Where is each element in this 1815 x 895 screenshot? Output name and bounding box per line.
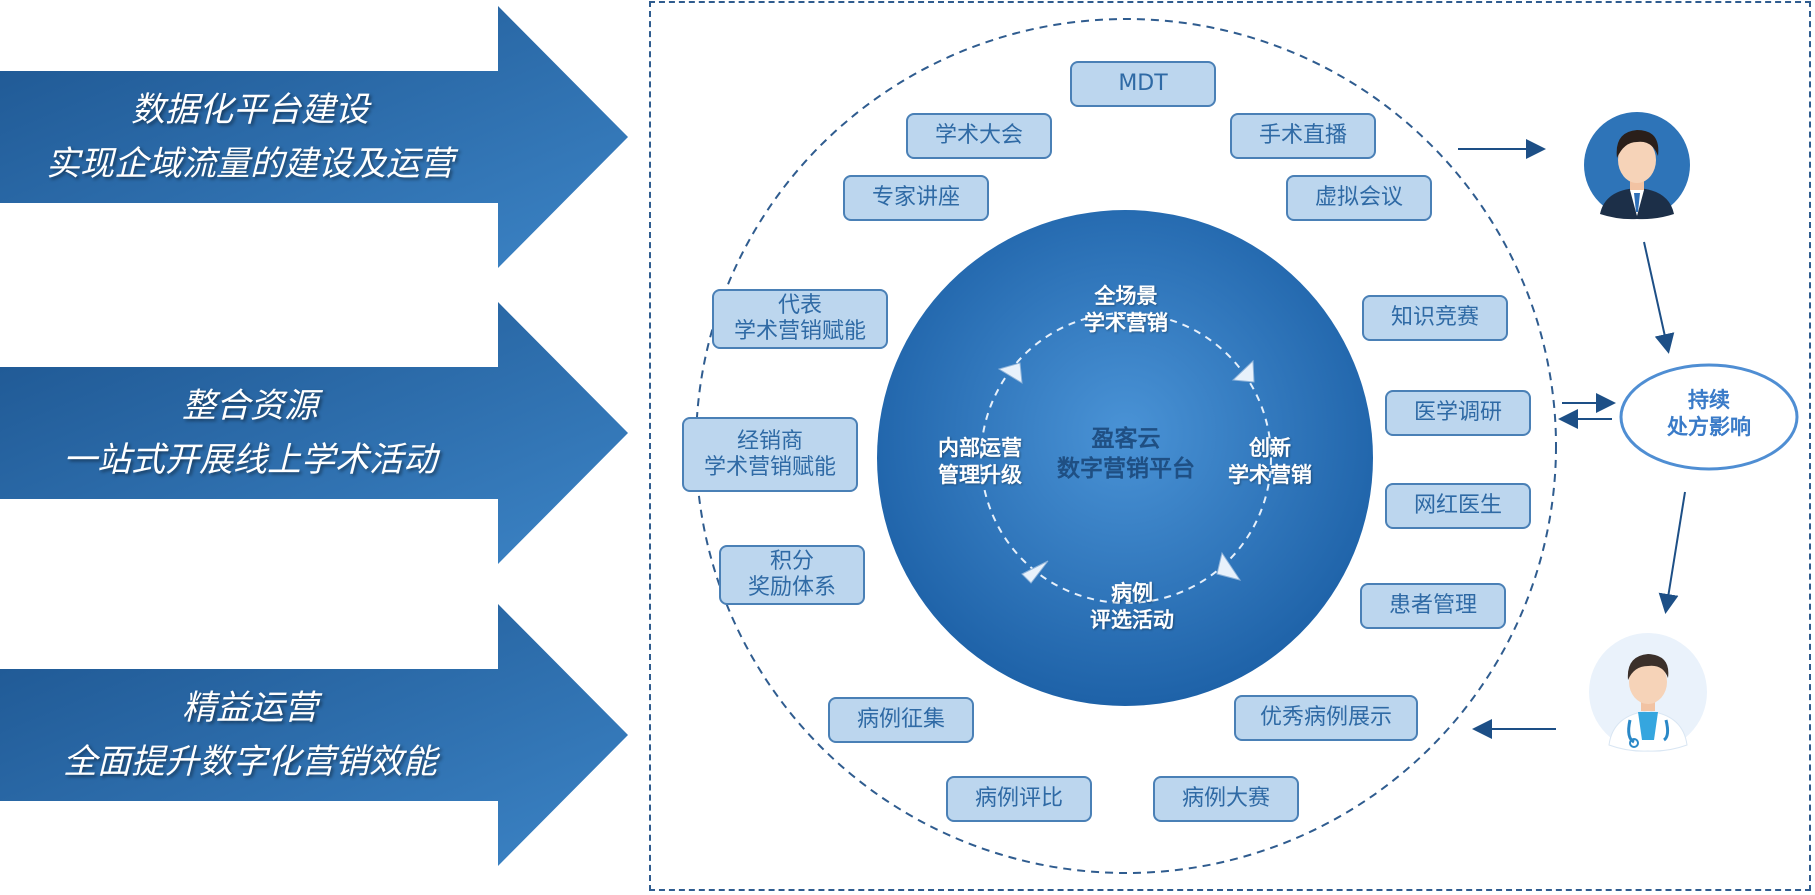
arrow-caption: 整合资源 一站式开展线上学术活动	[0, 379, 500, 487]
cycle-label-right: 创新 学术营销	[1190, 435, 1350, 489]
cycle-label-line: 病例	[1111, 581, 1153, 605]
arrow-title: 精益运营	[182, 688, 318, 728]
left-arrow-3: 精益运营 全面提升数字化营销效能	[0, 604, 630, 866]
cycle-arrow-icon	[997, 359, 1255, 584]
tag-case-collection: 病例征集	[828, 697, 974, 743]
left-arrow-2: 整合资源 一站式开展线上学术活动	[0, 302, 630, 564]
arrow-title: 数据化平台建设	[131, 90, 369, 130]
cycle-label-line: 学术营销	[1228, 463, 1312, 487]
core-platform-label: 盈客云 数字营销平台	[1036, 424, 1216, 484]
influence-ellipse	[1619, 363, 1799, 471]
core-platform-brand: 盈客云	[1091, 426, 1161, 452]
tag-patient-management: 患者管理	[1360, 583, 1506, 629]
influence-line: 持续	[1688, 388, 1730, 412]
cycle-label-line: 管理升级	[938, 463, 1022, 487]
arrow-shape	[0, 6, 628, 268]
inner-cycle-ring	[980, 312, 1272, 604]
tag-virtual-meeting: 虚拟会议	[1286, 175, 1432, 221]
cycle-label-left: 内部运营 管理升级	[900, 435, 1060, 489]
cycle-label-line: 评选活动	[1090, 608, 1174, 632]
cycle-label-bottom: 病例 评选活动	[1052, 580, 1212, 634]
arrow-title: 整合资源	[182, 386, 318, 426]
tag-line: 代表	[777, 293, 822, 318]
cycle-label-line: 全场景	[1094, 284, 1158, 308]
platform-diagram-frame	[649, 1, 1811, 891]
flow-arrow-to-influence	[1643, 241, 1675, 354]
left-arrow-1: 数据化平台建设 实现企域流量的建设及运营	[0, 6, 630, 268]
arrow-caption: 数据化平台建设 实现企域流量的建设及运营	[0, 83, 500, 191]
tag-influencer-doctor: 网红医生	[1385, 483, 1531, 529]
arrow-shape	[0, 302, 628, 564]
tag-case-competition: 病例大赛	[1153, 776, 1299, 822]
arrow-shape	[0, 604, 628, 866]
tag-line: 经销商	[736, 428, 803, 454]
tag-mdt: MDT	[1070, 61, 1216, 107]
tag-points-reward: 积分 奖励体系	[719, 545, 865, 605]
cycle-label-line: 学术营销	[1084, 311, 1168, 335]
tag-academic-conference: 学术大会	[906, 113, 1052, 159]
cycle-label-line: 内部运营	[938, 436, 1022, 460]
doctor-avatar-icon	[1589, 633, 1707, 752]
tag-dealer-empowerment: 经销商 学术营销赋能	[682, 417, 858, 492]
tag-medical-research: 医学调研	[1385, 390, 1531, 436]
tag-expert-lecture: 专家讲座	[843, 175, 989, 221]
tag-rep-empowerment: 代表 学术营销赋能	[712, 289, 888, 349]
tag-case-comparison: 病例评比	[946, 776, 1092, 822]
central-platform-circle	[877, 210, 1373, 706]
tag-surgery-live: 手术直播	[1230, 113, 1376, 159]
arrow-caption: 精益运营 全面提升数字化营销效能	[0, 681, 500, 789]
arrow-subtitle: 实现企域流量的建设及运营	[46, 144, 454, 184]
arrow-subtitle: 全面提升数字化营销效能	[63, 742, 437, 782]
tag-line: 学术营销赋能	[703, 454, 836, 480]
core-platform-name: 数字营销平台	[1057, 456, 1195, 482]
tag-line: 积分	[769, 549, 814, 574]
cycle-label-line: 创新	[1249, 436, 1291, 460]
tag-excellent-case-display: 优秀病例展示	[1234, 695, 1418, 741]
tag-line: 学术营销赋能	[733, 319, 866, 344]
tag-line: 奖励体系	[747, 575, 836, 600]
influence-label: 持续 处方影响	[1624, 387, 1794, 441]
arrow-subtitle: 一站式开展线上学术活动	[63, 440, 437, 480]
businessman-avatar-icon	[1584, 112, 1690, 220]
tag-knowledge-contest: 知识竞赛	[1362, 295, 1508, 341]
flow-arrow-to-doctor	[1658, 491, 1686, 614]
cycle-label-top: 全场景 学术营销	[1046, 283, 1206, 337]
influence-line: 处方影响	[1667, 415, 1751, 439]
